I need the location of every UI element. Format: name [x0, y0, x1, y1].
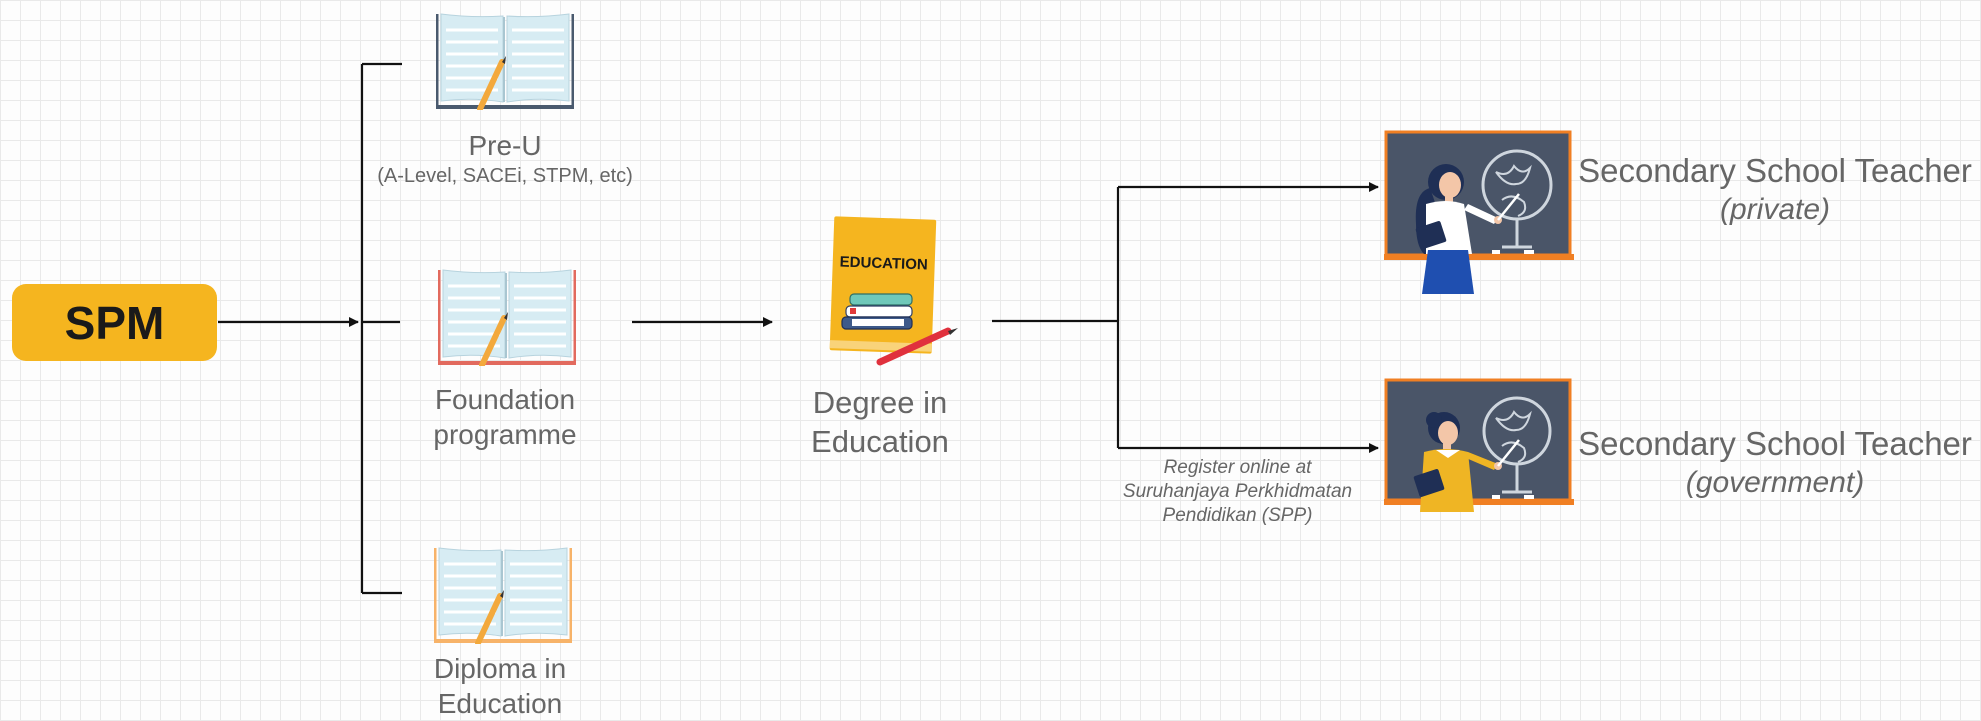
spm-box: SPM	[12, 284, 217, 361]
foundation-title: Foundation programme	[380, 382, 630, 452]
degree-line2: Education	[811, 423, 949, 459]
foundation-line2: programme	[433, 419, 577, 450]
pre-u-title: Pre-U	[468, 130, 542, 161]
spm-label: SPM	[64, 296, 165, 349]
education-book-text: EDUCATION	[839, 253, 928, 273]
teacher-chalkboard-icon	[1384, 378, 1574, 512]
outcome-private-line2: (private)	[1719, 193, 1831, 227]
degree-title: Degree in Education	[765, 384, 995, 462]
open-book-icon	[438, 269, 576, 366]
outcome-government: Secondary School Teacher (government)	[1570, 423, 1980, 502]
outcome-government-line2: (government)	[1685, 466, 1865, 500]
teacher-chalkboard-icon	[1384, 130, 1574, 294]
register-line1: Register online at	[1163, 457, 1312, 478]
register-line2: Suruhanjaya Perkhidmatan	[1122, 480, 1353, 502]
foundation-line1: Foundation	[434, 384, 576, 415]
register-note: Register online at Suruhanjaya Perkhidma…	[1080, 456, 1395, 527]
outcome-private: Secondary School Teacher (private)	[1570, 150, 1980, 229]
diploma-line2: Education	[437, 688, 563, 719]
pre-u-subtitle: (A-Level, SACEi, STPM, etc)	[377, 165, 633, 187]
diploma-line1: Diploma in	[433, 653, 567, 684]
open-book-icon	[434, 547, 572, 644]
open-book-icon	[436, 13, 574, 110]
degree-line1: Degree in	[812, 385, 948, 420]
outcome-private-line1: Secondary School Teacher	[1578, 152, 1972, 189]
education-book-icon: EDUCATION	[829, 216, 958, 366]
register-line3: Pendidikan (SPP)	[1162, 504, 1313, 526]
outcome-government-line1: Secondary School Teacher	[1578, 425, 1972, 462]
diploma-title: Diploma in Education	[375, 651, 625, 721]
